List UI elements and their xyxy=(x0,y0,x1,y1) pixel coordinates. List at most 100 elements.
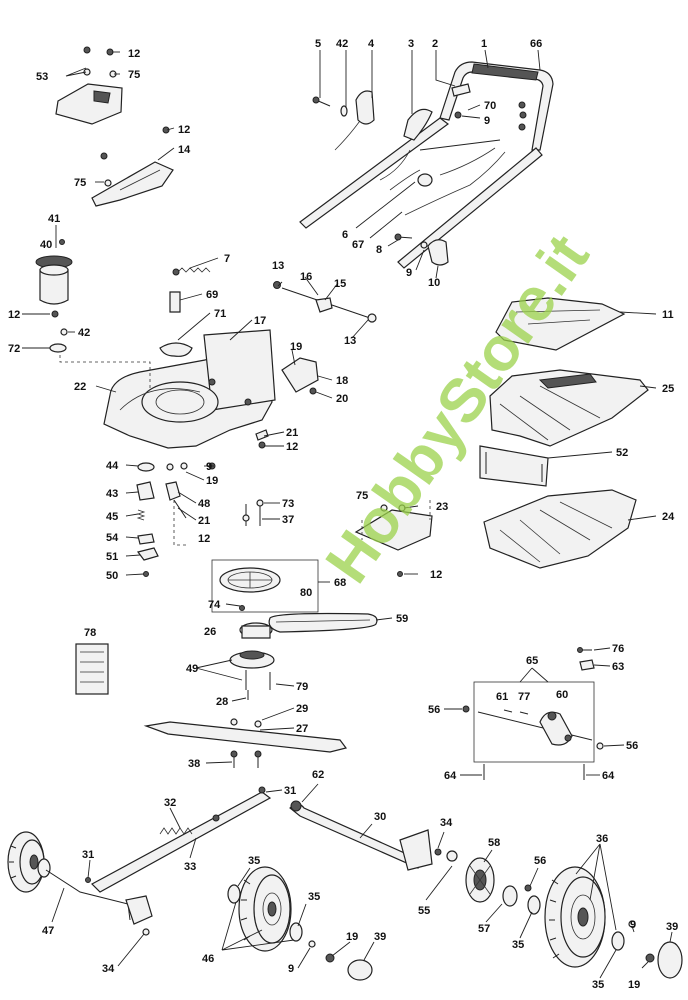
part-label-12-top: 12 xyxy=(128,48,140,60)
part-label-19-adjust: 19 xyxy=(206,475,218,487)
part-label-15: 15 xyxy=(334,278,346,290)
part-label-35-center-top: 35 xyxy=(248,855,260,867)
part-label-31-lever: 31 xyxy=(284,785,296,797)
part-label-49: 49 xyxy=(186,663,198,675)
part-label-43: 43 xyxy=(106,488,118,500)
part-label-35-rear-left: 35 xyxy=(512,939,524,951)
part-label-48: 48 xyxy=(198,498,210,510)
part-label-62: 62 xyxy=(312,769,324,781)
part-label-34-axle: 34 xyxy=(440,817,453,829)
part-label-45: 45 xyxy=(106,511,118,523)
part-label-36: 36 xyxy=(596,833,608,845)
part-label-12-flap: 12 xyxy=(430,569,442,581)
flap-brackets xyxy=(55,46,174,207)
part-label-12-housing: 12 xyxy=(8,309,20,321)
part-label-9-handle: 9 xyxy=(484,115,490,127)
part-label-29: 29 xyxy=(296,703,308,715)
part-label-17: 17 xyxy=(254,315,266,327)
part-label-19-rear: 19 xyxy=(628,979,640,991)
blade-bolts xyxy=(242,499,264,526)
part-label-22: 22 xyxy=(74,381,86,393)
part-label-13-rod: 13 xyxy=(272,260,284,272)
part-label-76: 76 xyxy=(612,643,624,655)
pulley-and-belt xyxy=(211,559,378,700)
part-label-57: 57 xyxy=(478,923,490,935)
part-label-41: 41 xyxy=(48,213,60,225)
part-label-56-wheel: 56 xyxy=(534,855,546,867)
part-label-18: 18 xyxy=(336,375,348,387)
part-label-34-front: 34 xyxy=(102,963,115,975)
part-label-65: 65 xyxy=(526,655,538,667)
part-label-61: 61 xyxy=(496,691,508,703)
part-label-23: 23 xyxy=(436,501,448,513)
front-wheel-left xyxy=(7,831,153,936)
part-label-26: 26 xyxy=(204,626,216,638)
part-label-19-plate: 19 xyxy=(290,341,302,353)
part-label-58: 58 xyxy=(488,837,500,849)
part-label-42-top: 42 xyxy=(336,38,348,50)
part-label-7: 7 xyxy=(224,253,230,265)
part-label-51: 51 xyxy=(106,551,118,563)
part-label-55: 55 xyxy=(418,905,430,917)
part-label-13-end: 13 xyxy=(344,335,356,347)
height-lever xyxy=(91,786,272,893)
part-label-9-center: 9 xyxy=(288,963,294,975)
part-label-6: 6 xyxy=(342,229,348,241)
part-label-72: 72 xyxy=(8,343,20,355)
part-label-20: 20 xyxy=(336,393,348,405)
part-label-56-gear-left: 56 xyxy=(428,704,440,716)
part-label-14: 14 xyxy=(178,144,191,156)
part-label-73: 73 xyxy=(282,498,294,510)
part-label-5: 5 xyxy=(315,38,321,50)
rear-axle xyxy=(289,800,458,871)
part-label-60: 60 xyxy=(556,689,568,701)
part-label-9-knob: 9 xyxy=(406,267,412,279)
part-label-52: 52 xyxy=(616,447,628,459)
part-label-1: 1 xyxy=(481,38,487,50)
part-label-9-adjust: 9 xyxy=(206,461,212,473)
part-label-16: 16 xyxy=(300,271,312,283)
part-label-35-center-right: 35 xyxy=(308,891,320,903)
part-label-31-front: 31 xyxy=(82,849,94,861)
blade xyxy=(143,718,348,768)
part-label-21-deck: 21 xyxy=(286,427,298,439)
part-label-33: 33 xyxy=(184,861,196,873)
part-label-74: 74 xyxy=(208,599,221,611)
part-label-64-left: 64 xyxy=(444,770,457,782)
part-label-39-rear: 39 xyxy=(666,921,678,933)
part-label-42-housing: 42 xyxy=(78,327,90,339)
part-label-9-rear: 9 xyxy=(630,919,636,931)
part-label-50: 50 xyxy=(106,570,118,582)
handle-assembly xyxy=(299,61,554,269)
part-label-2: 2 xyxy=(432,38,438,50)
part-label-47: 47 xyxy=(42,925,54,937)
part-label-35-rear-right: 35 xyxy=(592,979,604,991)
part-label-75-bracket: 75 xyxy=(74,177,86,189)
part-label-27: 27 xyxy=(296,723,308,735)
part-78-kit xyxy=(75,643,109,695)
part-label-44: 44 xyxy=(106,460,119,472)
part-number-labels: 5 42 4 3 2 1 66 70 9 6 67 8 9 10 12 53 7… xyxy=(8,38,678,991)
part-label-8: 8 xyxy=(376,244,382,256)
part-label-77: 77 xyxy=(518,691,530,703)
part-label-63: 63 xyxy=(612,661,624,673)
part-label-78: 78 xyxy=(84,627,96,639)
part-label-69: 69 xyxy=(206,289,218,301)
part-label-32: 32 xyxy=(164,797,176,809)
part-label-56-gear-right: 56 xyxy=(626,740,638,752)
part-label-40: 40 xyxy=(40,239,52,251)
front-wheel-center xyxy=(227,866,373,981)
drive-gear xyxy=(465,857,532,907)
part-label-59: 59 xyxy=(396,613,408,625)
part-label-75-flap: 75 xyxy=(356,490,368,502)
part-label-79: 79 xyxy=(296,681,308,693)
grass-bag-assembly xyxy=(479,297,649,569)
part-label-12-deck: 12 xyxy=(286,441,298,453)
part-label-39-center: 39 xyxy=(374,931,386,943)
part-label-12-bracket: 12 xyxy=(178,124,190,136)
part-label-71: 71 xyxy=(214,308,226,320)
part-label-70: 70 xyxy=(484,100,496,112)
rear-wheel xyxy=(527,866,683,979)
part-label-19-center: 19 xyxy=(346,931,358,943)
